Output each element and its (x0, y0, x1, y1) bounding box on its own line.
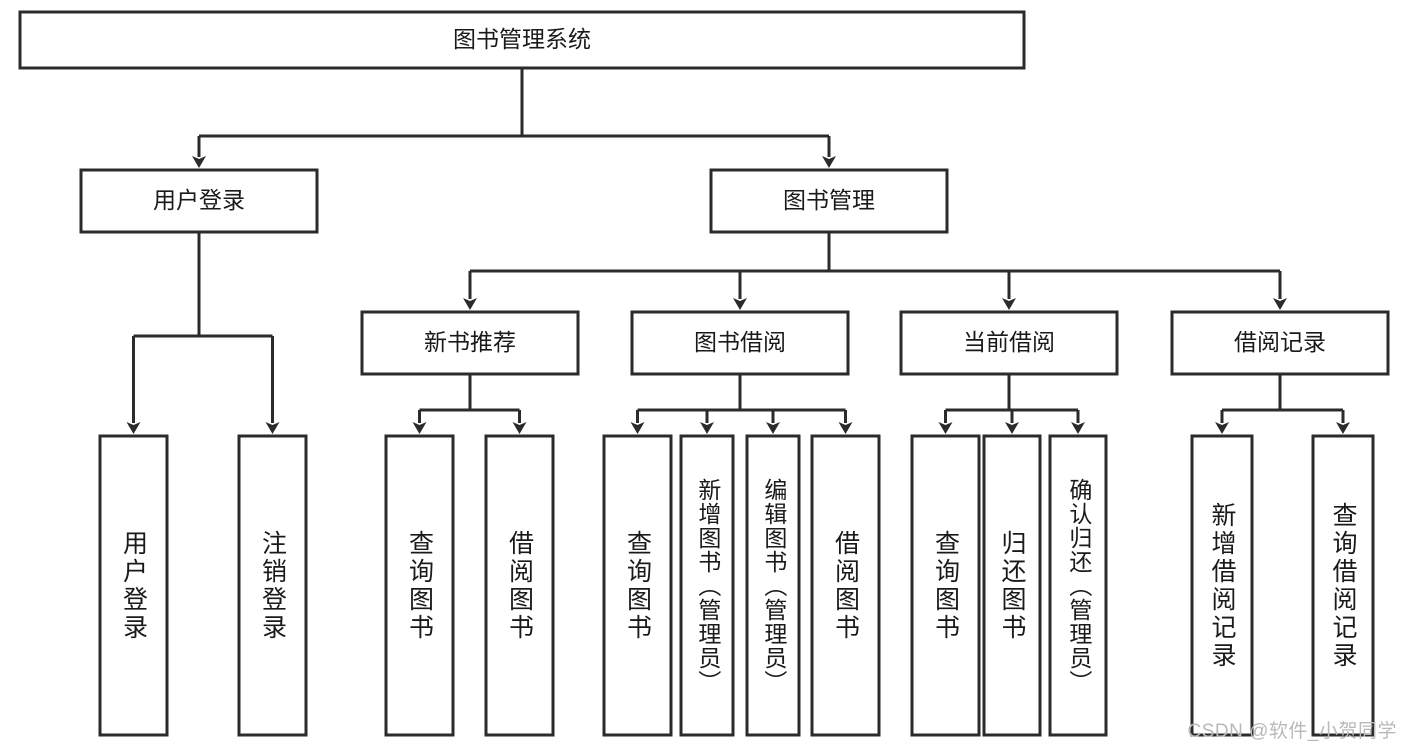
node-box-leaf-add-record[interactable] (1190, 434, 1254, 737)
leaf-label-leaf-borrow-book-1: 借阅图书 (505, 529, 534, 642)
leaf-label-leaf-borrow-book-2: 借阅图书 (831, 529, 860, 642)
leaf-label-leaf-confirm-return: 确认归还（管理员） (1065, 477, 1092, 694)
node-box-leaf-logout[interactable] (237, 434, 308, 737)
node-box-leaf-confirm-return[interactable] (1048, 434, 1108, 737)
node-label-book-borrow: 图书借阅 (694, 329, 786, 355)
node-box-leaf-borrow-book-1[interactable] (484, 434, 555, 737)
node-box-leaf-return-book[interactable] (982, 434, 1042, 737)
leaf-label-leaf-query-record: 查询借阅记录 (1329, 501, 1357, 670)
node-box-leaf-query-book-1[interactable] (384, 434, 455, 737)
node-box-leaf-query-book-3[interactable] (910, 434, 981, 737)
node-label-book-manage: 图书管理 (783, 187, 875, 213)
node-label-user-login: 用户登录 (153, 187, 245, 213)
leaf-label-leaf-add-record: 新增借阅记录 (1208, 501, 1236, 670)
leaf-label-leaf-edit-book: 编辑图书（管理员） (760, 477, 787, 694)
node-label-borrow-record: 借阅记录 (1234, 329, 1326, 355)
connector-lines (126, 68, 1350, 434)
leaf-label-leaf-user-login: 用户登录 (119, 529, 148, 642)
leaf-label-leaf-query-book-2: 查询图书 (623, 529, 652, 642)
node-box-leaf-query-record[interactable] (1311, 434, 1375, 737)
node-box-leaf-query-book-2[interactable] (602, 434, 673, 737)
node-box-current-borrow[interactable] (899, 310, 1119, 376)
node-box-new-book-rec[interactable] (360, 310, 580, 376)
node-box-root[interactable] (18, 10, 1026, 70)
node-box-user-login[interactable] (79, 168, 319, 234)
node-label-new-book-rec: 新书推荐 (424, 329, 516, 355)
leaf-label-leaf-query-book-1: 查询图书 (405, 529, 434, 642)
leaf-label-leaf-query-book-3: 查询图书 (931, 529, 960, 642)
watermark-text: CSDN @软件_小贺同学 (1187, 721, 1397, 742)
leaf-label-leaf-logout: 注销登录 (258, 529, 287, 642)
node-box-leaf-borrow-book-2[interactable] (810, 434, 881, 737)
leaf-label-leaf-add-book: 新增图书（管理员） (694, 477, 721, 694)
node-label-root: 图书管理系统 (453, 26, 591, 52)
node-boxes (18, 10, 1390, 737)
leaf-label-leaf-return-book: 归还图书 (998, 529, 1026, 642)
node-label-current-borrow: 当前借阅 (963, 329, 1055, 355)
node-box-leaf-edit-book[interactable] (745, 434, 801, 737)
node-box-leaf-add-book[interactable] (679, 434, 735, 737)
node-box-leaf-user-login[interactable] (98, 434, 169, 737)
